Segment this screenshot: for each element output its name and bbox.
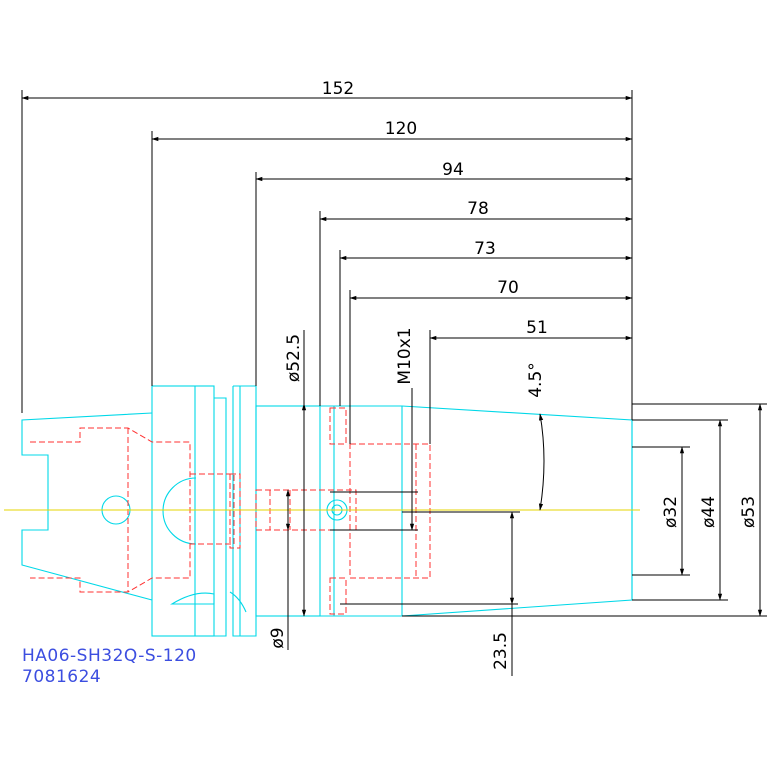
dim-70: 70	[497, 278, 519, 298]
nose-body	[320, 405, 633, 617]
dim-51: 51	[526, 318, 548, 338]
dim-thread: M10x1	[395, 327, 415, 384]
dimension-lines	[21, 90, 767, 676]
dim-dia-32: ø32	[661, 496, 681, 528]
drive-key	[162, 477, 197, 545]
dim-dia-44: ø44	[699, 496, 719, 528]
dim-120: 120	[385, 119, 417, 139]
order-number: 7081624	[22, 667, 102, 687]
dim-angle: 4.5°	[526, 362, 546, 398]
dim-78: 78	[467, 199, 489, 219]
dim-152: 152	[322, 79, 354, 99]
dim-23-5: 23.5	[491, 632, 511, 670]
dim-73: 73	[474, 239, 496, 259]
hsk-shank	[21, 412, 153, 601]
tool-outline	[21, 385, 633, 637]
flange	[151, 385, 215, 637]
gripper-groove	[214, 397, 227, 637]
part-label: HA06-SH32Q-S-120 7081624	[22, 646, 197, 688]
dimension-labels: 152 120 94 78 73 70 51 M10x1 ø52.5 4.5° …	[268, 79, 759, 670]
dim-dia-9: ø9	[268, 627, 288, 648]
dim-dia-53: ø53	[739, 496, 759, 528]
dim-94: 94	[442, 160, 464, 180]
part-number: HA06-SH32Q-S-120	[22, 646, 197, 666]
dim-dia-52-5: ø52.5	[284, 334, 304, 382]
